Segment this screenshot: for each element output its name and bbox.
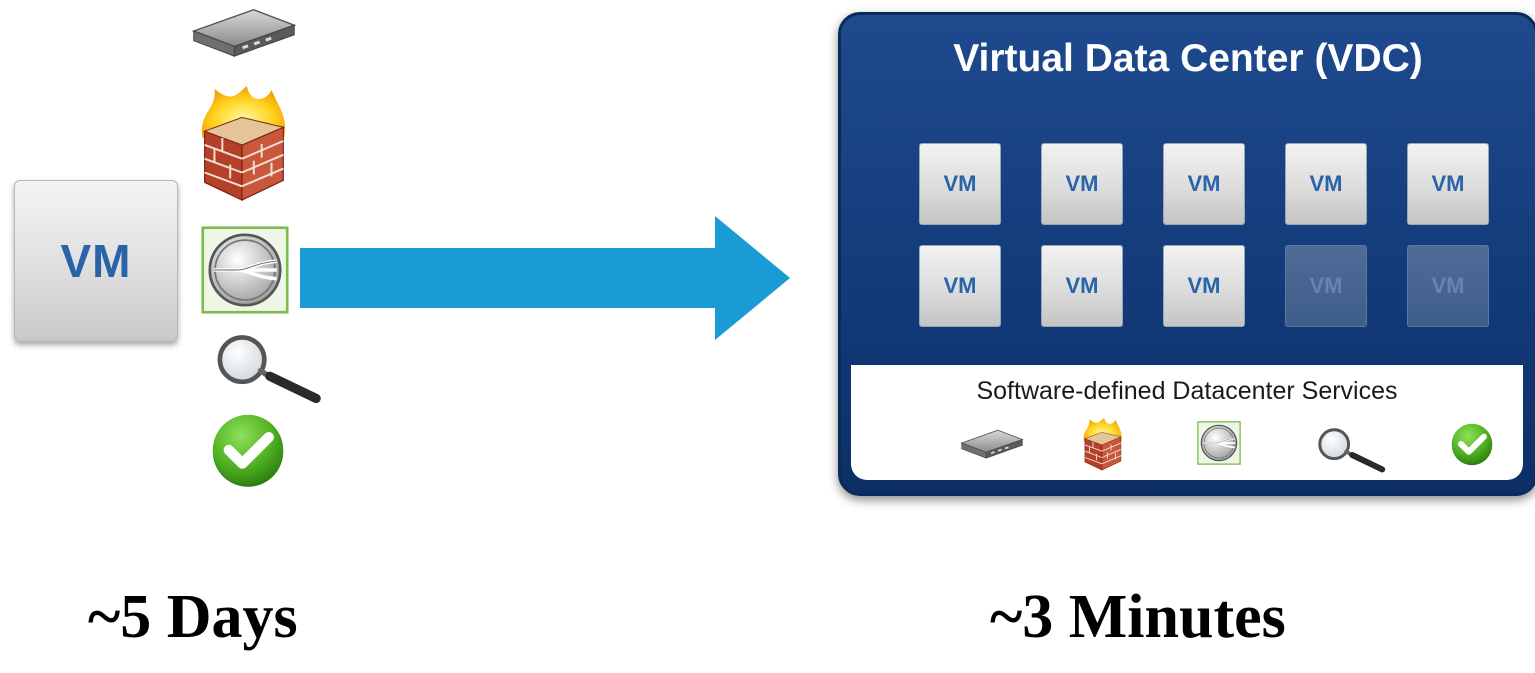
vm-label: VM (943, 171, 977, 196)
services-label: Software-defined Datacenter Services (976, 377, 1398, 405)
vm-tile: VM (919, 245, 1001, 327)
firewall-icon (1079, 417, 1125, 471)
vm-tile: VM (14, 180, 178, 342)
vm-label: VM (1309, 273, 1343, 298)
vm-label: VM (1431, 273, 1465, 298)
services-bar: Software-defined Datacenter Services (851, 365, 1523, 480)
vm-tile: VM (1163, 245, 1245, 327)
left-caption: ~5 Days (88, 583, 298, 651)
vdc-panel: Virtual Data Center (VDC) VM VM VM VM VM VM VM… (838, 12, 1535, 496)
vm-label: VM (1065, 273, 1099, 298)
vm-tile-placeholder: VM (1285, 245, 1367, 327)
load-balancer-icon (198, 226, 292, 314)
vm-tile: VM (1041, 245, 1123, 327)
vm-label: VM (1431, 171, 1465, 196)
vm-label: VM (1187, 171, 1221, 196)
vm-label: VM (1065, 171, 1099, 196)
vm-tile: VM (919, 143, 1001, 225)
load-balancer-icon (1197, 421, 1241, 465)
checkmark-icon (1449, 421, 1495, 467)
right-caption: ~3 Minutes (990, 583, 1286, 651)
magnifier-icon (1311, 425, 1391, 473)
vm-tile: VM (1163, 143, 1245, 225)
vm-tile-placeholder: VM (1407, 245, 1489, 327)
vm-tile: VM (1041, 143, 1123, 225)
firewall-icon (190, 84, 294, 202)
vm-tile: VM (1407, 143, 1489, 225)
router-icon (186, 0, 302, 62)
vdc-title: Virtual Data Center (VDC) (953, 37, 1423, 80)
vm-label: VM (943, 273, 977, 298)
router-icon (957, 425, 1027, 461)
magnifier-icon (206, 330, 330, 404)
vm-tile: VM (1285, 143, 1367, 225)
vm-label: VM (1309, 171, 1343, 196)
vm-label: VM (1187, 273, 1221, 298)
checkmark-icon (202, 410, 294, 490)
transition-arrow (300, 216, 790, 340)
vm-label: VM (60, 235, 132, 287)
